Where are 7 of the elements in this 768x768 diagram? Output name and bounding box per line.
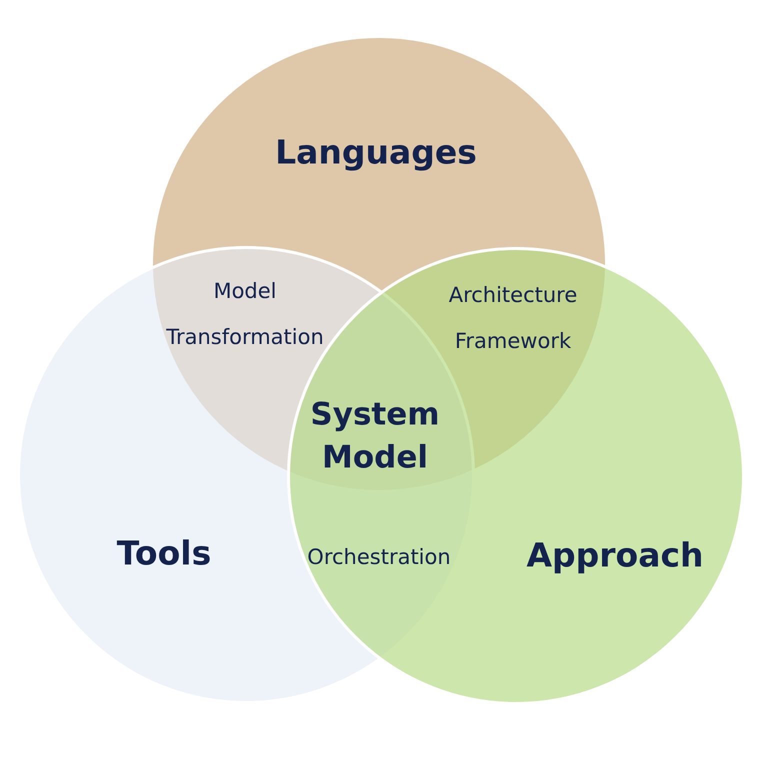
circle-title: Languages xyxy=(275,132,477,172)
overlap-label: Architecture Framework xyxy=(448,282,578,355)
overlap-label: Orchestration xyxy=(306,544,452,571)
circle-title: Approach xyxy=(526,536,704,574)
overlap-label: Model Transformation xyxy=(165,278,325,351)
circle-title: Tools xyxy=(116,534,212,572)
overlap-label: System Model xyxy=(309,396,441,478)
